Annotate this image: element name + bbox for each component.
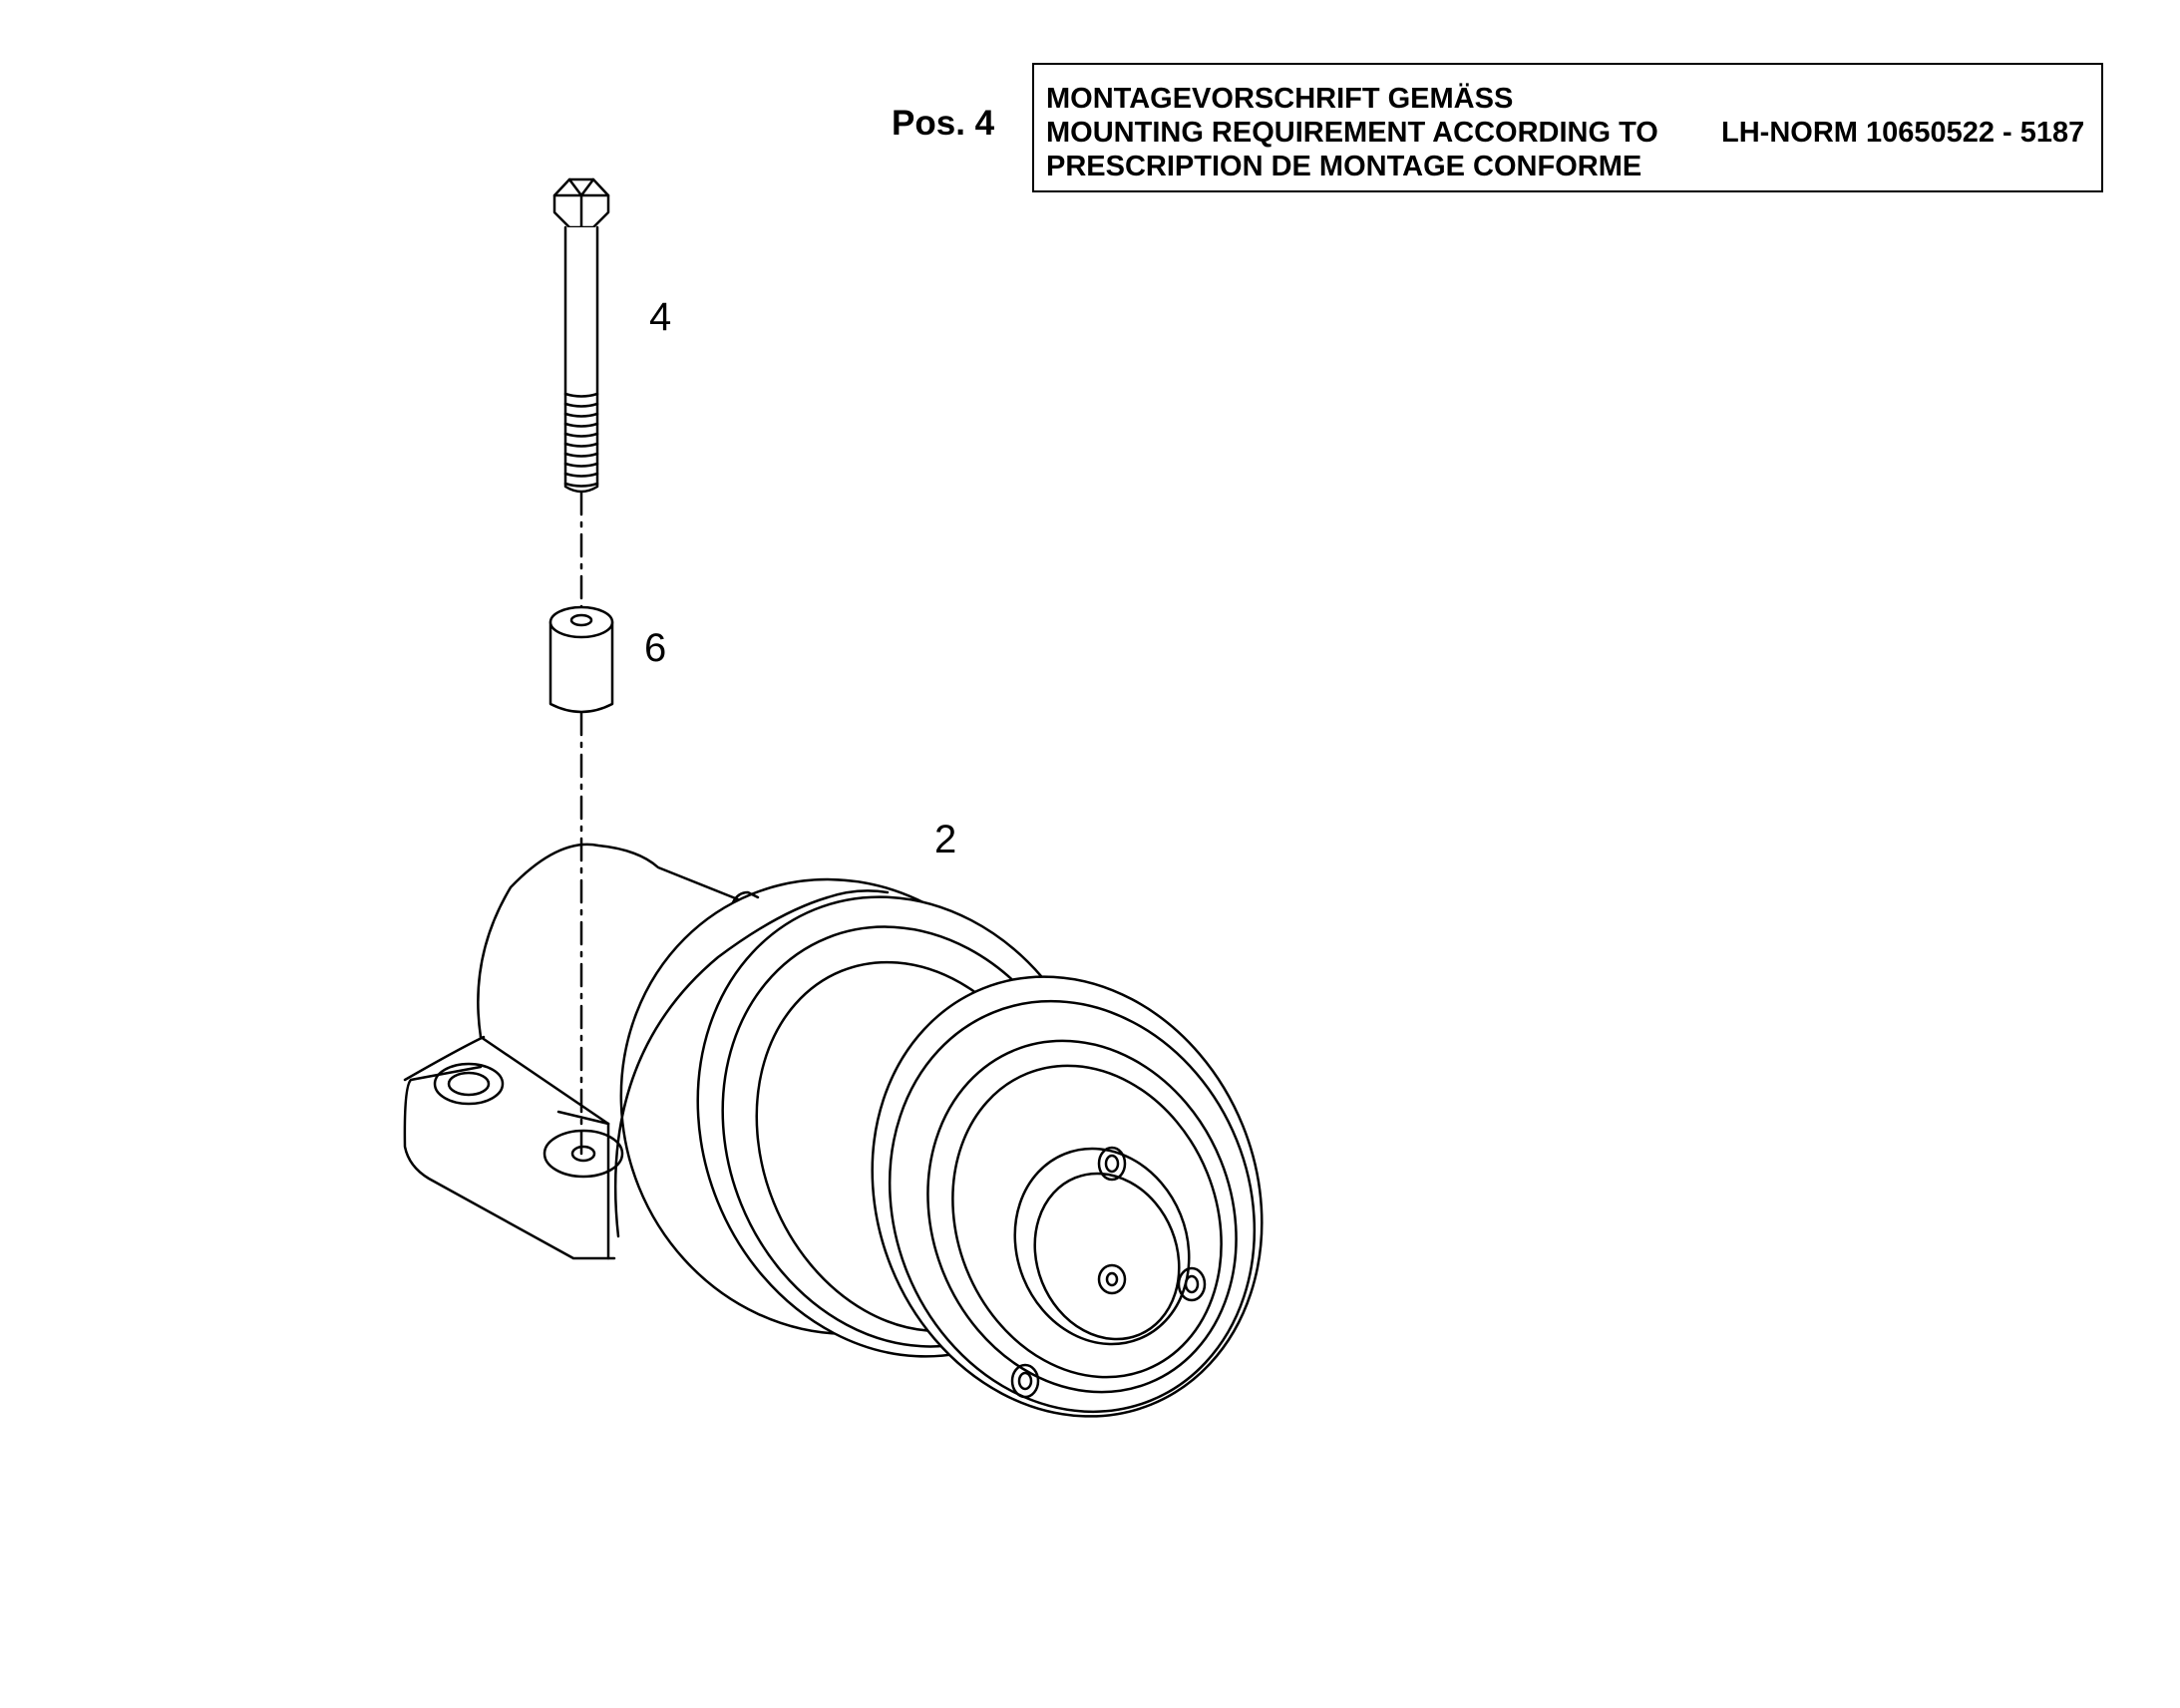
roller-assembly-part	[403, 843, 1264, 1418]
position-label: Pos. 4	[892, 104, 995, 143]
spacer-part	[548, 605, 614, 714]
bolt-part	[552, 177, 610, 494]
callout-bolt: 4	[649, 295, 672, 339]
mounting-requirement-box: MONTAGEVORSCHRIFT GEMÄSS MOUNTING REQUIR…	[1032, 63, 2103, 192]
requirement-line-en: MOUNTING REQUIREMENT ACCORDING TO	[1046, 117, 1658, 149]
norm-reference: LH-NORM 10650522 - 5187	[1721, 117, 2085, 149]
requirement-line-de: MONTAGEVORSCHRIFT GEMÄSS	[1046, 83, 1514, 115]
callout-spacer: 6	[644, 626, 667, 670]
requirement-line-fr: PRESCRIPTION DE MONTAGE CONFORME	[1046, 151, 1642, 182]
callout-roller: 2	[934, 818, 957, 861]
